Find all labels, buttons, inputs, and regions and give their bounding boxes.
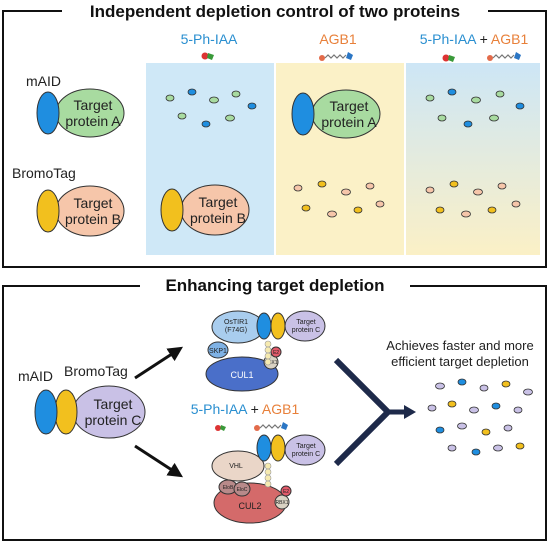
panel2-title: Enhancing target depletion <box>165 276 384 295</box>
e2-top-label: E2 <box>273 350 279 356</box>
combo-label-agb1: AGB1 <box>491 31 529 47</box>
scf-ostir1-complex: CUL1 SKP1 OsTIR1 (F74G) RBX1 E2 Target p… <box>205 310 326 392</box>
combo-label-5ph: 5-Ph-IAA <box>420 31 477 47</box>
bromotag-bottom-shape <box>270 434 286 462</box>
protein-c-label-2: protein C <box>85 412 142 428</box>
protein-a-label-2: protein A <box>65 113 121 129</box>
convergence-arrow-icon <box>333 357 416 467</box>
rbx1-bottom-shape <box>274 494 290 510</box>
protein-b-label-2: protein B <box>65 211 121 227</box>
vhl-shape <box>211 450 265 482</box>
panel2-agb1-label: AGB1 <box>262 401 300 417</box>
crl2-vhl-complex: CUL2 VHL EloB EloC RBX1 E2 Target protei… <box>211 434 326 524</box>
column-combo-bg <box>406 63 540 255</box>
label-maid: mAID <box>26 73 61 89</box>
column-header-agb1: AGB1 <box>319 31 357 47</box>
combo-label-plus: + <box>476 31 491 47</box>
intact-complex-b-5ph: Target protein B <box>160 184 250 236</box>
panel2-treatment-label: 5-Ph-IAA + AGB1 <box>191 401 300 417</box>
intact-complex-a-agb1: Target protein A <box>291 89 381 139</box>
panel1-title: Independent depletion control of two pro… <box>90 2 460 21</box>
protein-b-5ph-label-2: protein B <box>190 210 246 226</box>
arrow-down-icon <box>134 444 184 478</box>
label-bromotag: BromoTag <box>12 165 76 181</box>
target-c-bottom-label-2: protein C <box>292 451 320 458</box>
arrow-up-icon <box>134 346 184 380</box>
column-header-5ph: 5-Ph-IAA <box>181 31 238 47</box>
target-c-top-label-2: protein C <box>292 327 320 334</box>
column-header-combo: 5-Ph-IAA + AGB1 <box>420 31 529 47</box>
target-c-top-label-1: Target <box>296 319 316 326</box>
vhl-label: VHL <box>229 463 243 470</box>
degraded-fragments-c <box>427 378 533 456</box>
degraded-fragments-a-5ph <box>165 88 257 128</box>
panel2-5ph-molecule-icon <box>215 425 226 431</box>
protein-b-label-1: Target <box>74 195 113 211</box>
maid-tag <box>36 91 60 135</box>
panel2-bromotag-tag <box>54 389 78 435</box>
molecule-agb1-icon <box>319 52 353 61</box>
e2-bottom-label: E2 <box>283 489 289 495</box>
target-c-bottom-label-1: Target <box>296 443 316 450</box>
degraded-fragments-b-agb1 <box>293 180 385 218</box>
panel2-plus-label: + <box>247 401 262 417</box>
e2-top-shape <box>270 346 282 358</box>
bromotag-top-shape <box>270 312 286 340</box>
elob-label: EloB <box>223 485 234 491</box>
degraded-fragments-b-combo <box>425 180 521 218</box>
panel2-label-maid: mAID <box>18 368 53 384</box>
ubiquitin-chain-top <box>264 340 272 366</box>
eloc-label: EloC <box>237 487 248 493</box>
skp1-shape <box>207 341 229 359</box>
protein-a-label-1: Target <box>74 97 113 113</box>
cul2-label: CUL2 <box>238 501 261 511</box>
skp1-label: SKP1 <box>209 348 227 355</box>
e2-bottom-shape <box>280 485 292 497</box>
maid-top-shape <box>256 312 272 340</box>
protein-a-agb1-label-1: Target <box>330 98 369 114</box>
molecule-5ph-icon <box>201 52 214 60</box>
ostir1-label-1: OsTIR1 <box>224 319 248 326</box>
molecule-agb1-icon-combo <box>487 52 521 61</box>
cul1-label: CUL1 <box>230 370 253 380</box>
panel2-maid-tag <box>34 389 58 435</box>
protein-b-5ph-label-1: Target <box>199 194 238 210</box>
panel2-agb1-molecule-icon <box>254 422 288 431</box>
result-text-2: efficient target depletion <box>391 354 529 369</box>
rbx1-bottom-label: RBX1 <box>275 500 288 506</box>
bromotag-tag <box>36 189 60 233</box>
ostir1-label-2: (F74G) <box>225 327 247 334</box>
protein-a-agb1-label-2: protein A <box>321 114 377 130</box>
degraded-fragments-a-combo <box>425 88 525 128</box>
protein-c-label-1: Target <box>94 396 133 412</box>
result-text-1: Achieves faster and more <box>386 338 533 353</box>
eloc-shape <box>233 481 251 497</box>
panel2-label-bromotag: BromoTag <box>64 363 128 379</box>
panel2-5ph-label: 5-Ph-IAA <box>191 401 248 417</box>
target-c-top-shape <box>284 310 326 342</box>
cul1-shape <box>205 356 279 392</box>
molecule-5ph-icon-combo <box>442 54 455 62</box>
target-c-bottom-shape <box>284 434 326 466</box>
maid-bottom-shape <box>256 434 272 462</box>
